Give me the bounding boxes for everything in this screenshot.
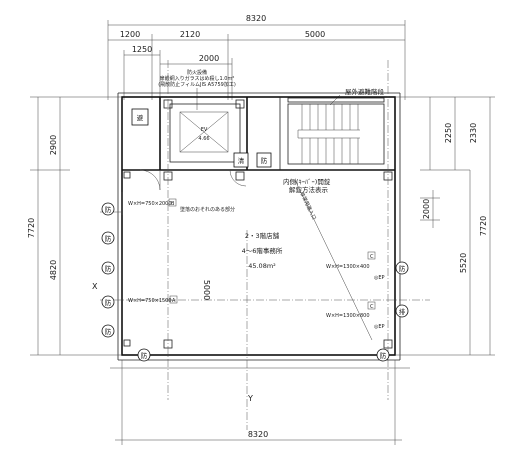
svg-text:防: 防 <box>141 351 148 360</box>
fire-equipment-title: 防火設備 <box>187 69 207 76</box>
grid-y-label: Y <box>247 394 253 403</box>
fire-symbol-right-1: 防 <box>395 261 409 275</box>
dim-top-1200: 1200 <box>120 30 140 39</box>
room-line2: 4〜6階事務所 <box>242 246 283 255</box>
svg-text:防: 防 <box>105 205 112 214</box>
dim-top-overall: 8320 <box>246 14 266 23</box>
interior-opening-line1: 内側(ｷｰﾊﾞｰ)開錠 <box>283 177 331 186</box>
svg-text:防: 防 <box>105 327 112 336</box>
fire-symbol-left-1: 防 <box>101 202 115 216</box>
dim-top-5000: 5000 <box>305 30 325 39</box>
fire-symbol-left-3: 防 <box>101 261 115 275</box>
window-c2-tag-box <box>367 301 376 310</box>
svg-text:防: 防 <box>399 264 406 273</box>
ev-size: 4.66 <box>198 136 209 142</box>
dim-bottom-overall: 8320 <box>248 430 268 439</box>
fire-equipment-line2: (飛散防止フィルムJIS A5759加工) <box>158 81 236 88</box>
right-dimension-lines <box>395 96 495 356</box>
exhaust-symbol: 排 <box>395 304 409 318</box>
fire-symbol-bottom-left: 防 <box>137 348 151 362</box>
exterior-stair-label: 屋外避難階段 <box>345 87 385 96</box>
dim-inner-2000: 2000 <box>422 199 431 219</box>
top-dimension-lines <box>107 20 406 100</box>
fire-symbol-left-2: 防 <box>101 231 115 245</box>
dim-right-overall: 7720 <box>479 216 488 236</box>
evac-symbol: 避 <box>131 108 149 126</box>
grid-x-label: X <box>92 282 98 291</box>
bottom-dimension-lines <box>110 360 410 445</box>
window-b-size: W×H=750×1500 <box>128 298 172 304</box>
ev-name: EV <box>201 127 208 133</box>
room-area: 45.08m² <box>248 262 276 270</box>
dim-top-1250: 1250 <box>132 45 152 54</box>
window-a-tag: A <box>172 298 176 304</box>
window-c-size: W×H=1300×400 <box>326 264 370 270</box>
window-c1-tag: C <box>370 254 374 260</box>
svg-text:防: 防 <box>261 156 268 165</box>
fire-equipment-line1: 扉嵌網入りガラスはめ殺し1.0m² <box>160 75 235 82</box>
clean-symbol: 清 <box>233 152 249 168</box>
diag-note: 非常用進入口 <box>298 191 317 221</box>
fire-symbol-core: 防 <box>256 152 272 168</box>
diagonal-leader <box>294 179 373 341</box>
elevator-shaft <box>169 103 241 163</box>
window-c2-tag: C <box>370 304 374 310</box>
symbols: 避 清 防 防 防 防 防 防 <box>101 108 409 362</box>
building-outline <box>117 92 401 361</box>
svg-text:避: 避 <box>137 113 144 122</box>
svg-text:排: 排 <box>399 307 406 316</box>
interior-opening-line2: 解錠方法表示 <box>289 185 329 194</box>
window-d-size: W×H=1300×800 <box>326 313 370 319</box>
dim-column-5000: 5000 <box>202 280 211 300</box>
dim-left-overall: 7720 <box>27 218 36 238</box>
svg-text:防: 防 <box>105 234 112 243</box>
left-dimension-lines <box>30 96 122 356</box>
dim-top-2120: 2120 <box>180 30 200 39</box>
dim-right-2330: 2330 <box>469 123 478 143</box>
svg-text:清: 清 <box>238 156 245 165</box>
svg-text:防: 防 <box>380 351 387 360</box>
fire-symbol-left-5: 防 <box>101 324 115 338</box>
ep-1: ◎EP <box>374 275 385 281</box>
window-b-tag: B <box>171 201 175 207</box>
dim-right-5520: 5520 <box>459 253 468 273</box>
svg-text:防: 防 <box>105 264 112 273</box>
dim-left-upper: 2900 <box>49 135 58 155</box>
grid-lines <box>100 60 430 430</box>
room-line1: 2・3階店舗 <box>245 231 280 240</box>
window-a-tag-box <box>169 295 178 304</box>
ep-2: ◎EP <box>374 324 385 330</box>
exterior-stair <box>287 97 385 165</box>
columns <box>123 99 393 349</box>
door-swings <box>139 169 247 191</box>
dim-right-2250: 2250 <box>444 123 453 143</box>
window-c1-tag-box <box>367 251 376 260</box>
fire-symbol-left-4: 防 <box>101 295 115 309</box>
window-b-tag-box <box>168 198 177 207</box>
fire-symbol-right-2: 防 <box>376 348 390 362</box>
window-a-size: W×H=750×2000 <box>128 201 172 207</box>
dim-left-lower: 4820 <box>49 260 58 280</box>
fall-warning: 墜落のおそれのある部分 <box>180 206 235 213</box>
svg-text:防: 防 <box>105 298 112 307</box>
dim-top-2000: 2000 <box>199 54 219 63</box>
